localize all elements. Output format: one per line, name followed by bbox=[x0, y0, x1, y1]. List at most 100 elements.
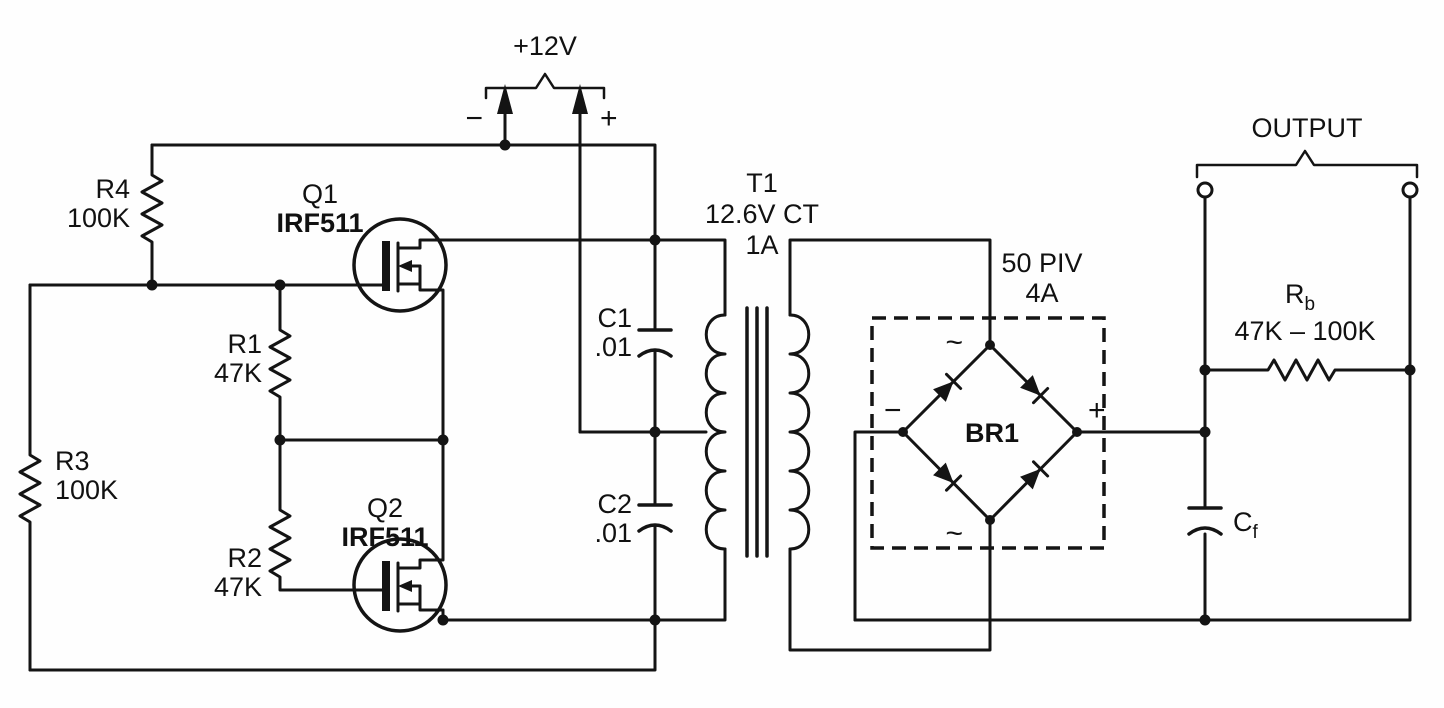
resistor-rb: Rb 47K – 100K bbox=[1203, 279, 1412, 382]
wire-bottom-rail-a bbox=[441, 547, 727, 622]
r3-value-label: 100K bbox=[55, 475, 118, 505]
junction-dot bbox=[985, 340, 995, 350]
br1-ac-top-label: ~ bbox=[945, 326, 963, 359]
rb-value-label: 47K – 100K bbox=[1234, 316, 1375, 346]
br1-diode-top-left-icon bbox=[933, 372, 963, 402]
junction-dot bbox=[649, 426, 661, 438]
r3-ref-label: R3 bbox=[55, 446, 90, 476]
resistor-rb-symbol bbox=[1203, 358, 1412, 382]
rb-ref-main: R bbox=[1285, 279, 1305, 309]
cf-plate-bottom bbox=[1187, 526, 1223, 536]
r1-value-label: 47K bbox=[214, 358, 262, 388]
r4-value-label: 100K bbox=[67, 203, 130, 233]
br1-ac-bottom-label: ~ bbox=[945, 517, 963, 550]
minus-arrow-icon bbox=[497, 84, 513, 114]
r4-ref-label: R4 bbox=[95, 174, 130, 204]
junction-dot bbox=[649, 234, 661, 246]
power-input: +12V − + bbox=[465, 31, 618, 434]
wire-bottom-rail-b bbox=[28, 618, 657, 672]
capacitor-c2: C2 .01 bbox=[594, 489, 673, 548]
br1-diode-top-right-icon bbox=[1020, 375, 1050, 405]
wire-q1q2-vertical bbox=[438, 288, 445, 562]
output-section: OUTPUT bbox=[1195, 113, 1419, 199]
br1-ref-label: BR1 bbox=[965, 418, 1019, 448]
t1-secondary-coil bbox=[788, 313, 811, 551]
q2-gate-bar bbox=[382, 561, 390, 611]
wire-top-rail bbox=[150, 143, 657, 242]
q1-gate-bar bbox=[382, 241, 390, 291]
junction-dot bbox=[985, 515, 995, 525]
junction-dot bbox=[649, 614, 661, 626]
c1-plate-bottom bbox=[637, 348, 673, 358]
br1-piv-label: 50 PIV bbox=[1001, 248, 1082, 278]
c1-value-label: .01 bbox=[594, 332, 632, 362]
capacitor-c1: C1 .01 bbox=[594, 303, 673, 362]
junction-dot bbox=[274, 279, 286, 291]
resistor-r3-symbol bbox=[18, 283, 42, 672]
cf-ref-main: C bbox=[1233, 507, 1253, 537]
output-terminal-right bbox=[1401, 181, 1419, 199]
junction-dot bbox=[437, 434, 449, 446]
q2-source-lead bbox=[396, 584, 442, 612]
c1-ref-label: C1 bbox=[597, 303, 632, 333]
capacitor-cf: Cf bbox=[1187, 506, 1259, 543]
resistor-r1: R1 47K bbox=[214, 283, 292, 442]
c2-ref-label: C2 bbox=[597, 489, 632, 519]
junction-dot bbox=[437, 614, 449, 626]
transformer-t1: T1 12.6V CT 1A bbox=[704, 168, 819, 558]
resistor-r1-symbol bbox=[268, 283, 292, 442]
r2-value-label: 47K bbox=[214, 572, 262, 602]
junction-dot bbox=[898, 427, 908, 437]
t1-ref-label: T1 bbox=[746, 168, 778, 198]
cf-ref-label: Cf bbox=[1233, 507, 1259, 543]
mosfet-q1: Q1 IRF511 bbox=[276, 179, 448, 313]
q1-body-circle bbox=[352, 217, 448, 313]
supply-brace-icon bbox=[484, 72, 606, 100]
r1-ref-label: R1 bbox=[227, 329, 262, 359]
wire-secondary-top bbox=[788, 238, 992, 347]
br1-diode-bottom-right-icon bbox=[1020, 460, 1050, 490]
q1-source-lead bbox=[396, 264, 442, 292]
r2-ref-label: R2 bbox=[227, 543, 262, 573]
output-terminal-left bbox=[1196, 181, 1214, 199]
q1-ref-label: Q1 bbox=[302, 179, 338, 209]
q1-drain-lead bbox=[396, 238, 442, 250]
c2-value-label: .01 bbox=[594, 518, 632, 548]
wires bbox=[28, 143, 1412, 672]
q1-part-label: IRF511 bbox=[276, 208, 363, 238]
resistor-r2: R2 47K bbox=[214, 438, 386, 602]
plus-arrow-icon bbox=[572, 84, 588, 114]
br1-dashed-box bbox=[870, 316, 1106, 550]
t1-voltage-label: 12.6V CT bbox=[705, 199, 819, 229]
c2-plate-bottom bbox=[637, 523, 673, 533]
output-brace-icon bbox=[1195, 149, 1419, 179]
t1-current-label: 1A bbox=[745, 230, 778, 260]
mosfet-q2: Q2 IRF511 bbox=[341, 493, 448, 633]
q2-part-label: IRF511 bbox=[341, 522, 428, 552]
rb-ref-sub: b bbox=[1304, 294, 1315, 315]
resistor-r2-symbol bbox=[268, 438, 386, 592]
supply-voltage-label: +12V bbox=[513, 31, 577, 61]
resistor-r4: R4 100K bbox=[67, 143, 164, 287]
resistor-r3: R3 100K bbox=[18, 283, 118, 672]
t1-core bbox=[745, 306, 769, 558]
junction-dot bbox=[1199, 614, 1211, 626]
junction-dot bbox=[499, 139, 511, 151]
br1-current-label: 4A bbox=[1025, 278, 1058, 308]
q2-body-arrow-icon bbox=[398, 580, 412, 592]
br1-diode-bottom-left-icon bbox=[933, 462, 963, 492]
cf-ref-sub: f bbox=[1253, 522, 1259, 543]
q2-drain-lead bbox=[396, 558, 442, 570]
q2-ref-label: Q2 bbox=[367, 493, 403, 523]
wire-bridge-minus bbox=[853, 430, 905, 622]
supply-minus-label: − bbox=[465, 102, 483, 135]
junction-dot bbox=[1199, 364, 1211, 376]
bridge-rectifier-br1: ~ ~ − + BR1 50 PIV 4A bbox=[870, 248, 1106, 550]
supply-plus-label: + bbox=[600, 102, 618, 135]
br1-neg-label: − bbox=[884, 394, 902, 427]
rb-ref-label: Rb bbox=[1285, 279, 1315, 315]
wire-q1-drain-primary bbox=[438, 238, 727, 317]
resistor-r4-symbol bbox=[140, 143, 164, 287]
